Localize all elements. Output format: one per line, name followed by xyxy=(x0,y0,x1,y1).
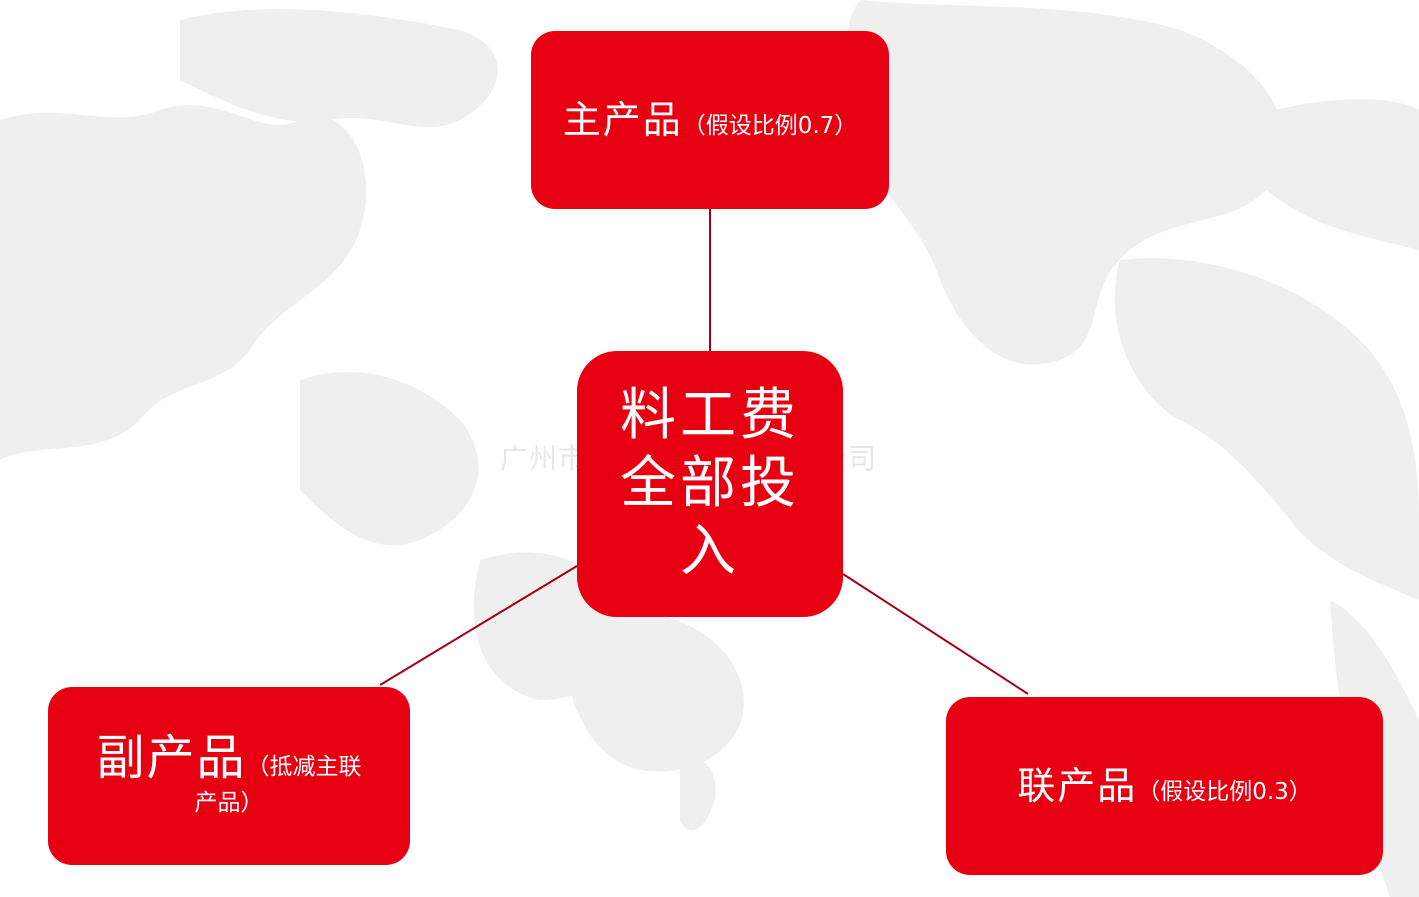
total-cost-input-label: 料工费全部投入 xyxy=(620,383,800,584)
joint-product-label: 联产品 xyxy=(1017,764,1138,808)
by-product-note-line1: （抵减主联 xyxy=(246,754,362,780)
main-product-ratio: （假设比例0.7） xyxy=(682,113,858,139)
total-cost-input-node: 料工费全部投入 xyxy=(577,351,843,617)
by-product-label: 副产品 xyxy=(96,730,247,786)
joint-product-ratio: （假设比例0.3） xyxy=(1137,779,1312,805)
by-product-node: 副产品（抵减主联 产品） xyxy=(48,687,410,865)
by-product-note-line2: 产品） xyxy=(194,790,264,816)
joint-product-node: 联产品（假设比例0.3） xyxy=(946,697,1383,875)
connector-by-product xyxy=(379,565,578,686)
connector-joint xyxy=(842,573,1029,695)
main-product-label: 主产品 xyxy=(562,98,683,142)
main-product-node: 主产品（假设比例0.7） xyxy=(531,31,889,209)
